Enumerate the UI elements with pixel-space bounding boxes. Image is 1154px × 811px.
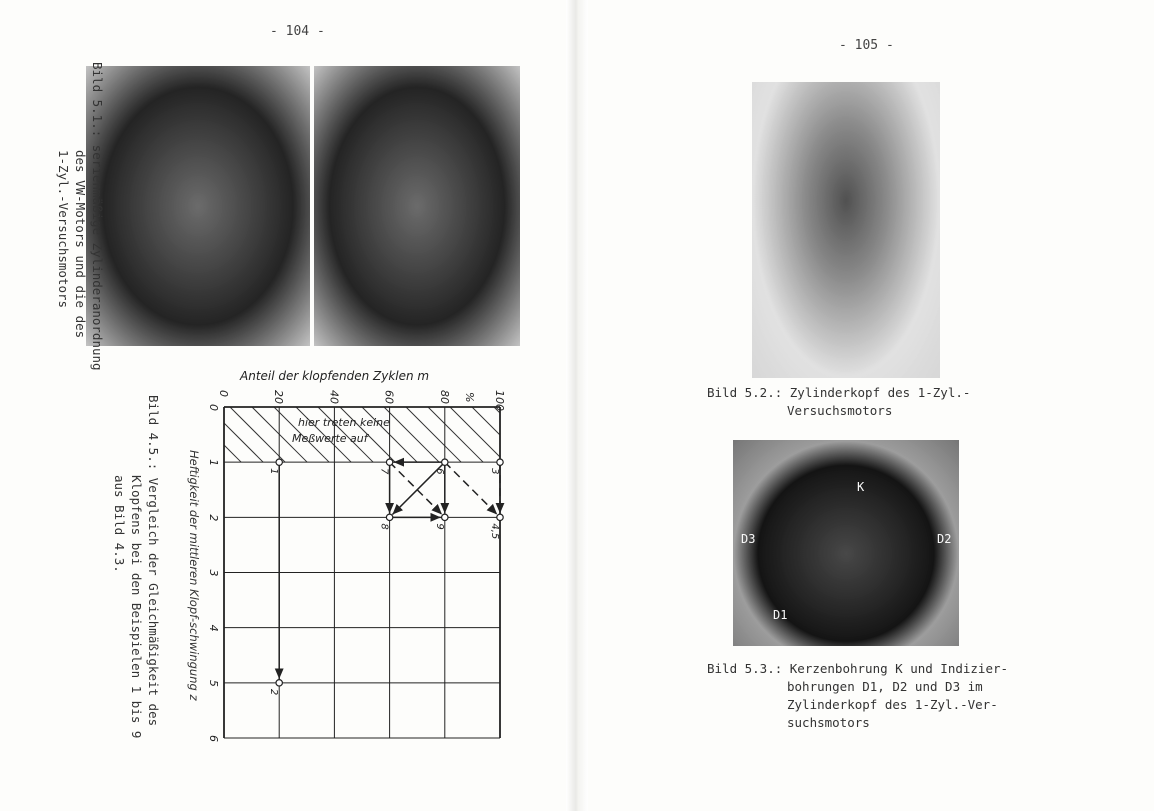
y-tick-label: 1 xyxy=(207,459,220,466)
y-tick-label: 3 xyxy=(207,570,220,577)
y-tick-label: 2 xyxy=(207,514,220,521)
hatch-line xyxy=(273,406,330,463)
hatched-region xyxy=(223,406,501,463)
page-number-105: - 105 - xyxy=(839,38,894,53)
caption-line: des VW-Motors und die des xyxy=(73,150,88,339)
hatch-line xyxy=(229,406,286,463)
caption-line: Klopfens bei den Beispielen 1 bis 9 xyxy=(129,475,144,739)
data-point-7 xyxy=(385,458,394,466)
photo-label-k: K xyxy=(857,480,865,494)
data-point-label: 1 xyxy=(268,468,279,474)
y-tick-label: 6 xyxy=(207,735,220,742)
caption-line: Bild 5.2.: Zylinderkopf des 1-Zyl.- xyxy=(707,385,971,400)
photo-combustion-chamber: K D2 D1 D3 xyxy=(733,440,959,646)
hatch-line xyxy=(493,406,501,414)
y-tick-label: 4 xyxy=(207,625,220,632)
caption-line: Bild 5.1.: serienmäßige Zylinderanordnun… xyxy=(90,62,105,371)
chart-grid xyxy=(223,406,501,739)
left-page: - 104 - Bild 5.1.: serienmäßige Zylinder… xyxy=(55,24,520,742)
caption-line: 1-Zyl.-Versuchsmotors xyxy=(56,150,71,309)
data-point-label: 6 xyxy=(434,468,445,474)
caption-line: Bild 5.3.: Kerzenbohrung K und Indizier- xyxy=(707,661,1009,676)
photo-label-d2: D2 xyxy=(937,532,952,546)
data-point-4,5 xyxy=(496,513,504,522)
data-point-label: 7 xyxy=(379,468,390,475)
caption-line: Bild 4.5.: Vergleich der Gleichmäßigkeit… xyxy=(146,395,161,727)
hatch-line xyxy=(449,406,501,458)
hatch-line xyxy=(223,422,264,463)
photo-label-d3: D3 xyxy=(741,532,756,546)
book-gutter xyxy=(566,0,588,811)
figure-5-1-caption: Bild 5.1.: serienmäßige Zylinderanordnun… xyxy=(55,62,106,371)
hatch-line xyxy=(339,406,396,463)
photo-label-d1: D1 xyxy=(773,608,788,622)
data-point-6 xyxy=(440,458,449,466)
data-point-1 xyxy=(275,458,284,466)
data-point-label: 9 xyxy=(434,523,445,529)
figure-5-3-caption: Bild 5.3.: Kerzenbohrung K und Indizier-… xyxy=(707,660,1008,732)
x-unit-label: % xyxy=(463,392,476,402)
right-page: - 105 - Bild 5.2.: Zylinderkopf des 1-Zy… xyxy=(577,0,1154,811)
x-tick-label: 20 xyxy=(272,390,285,404)
hatch-line xyxy=(383,406,440,463)
hatched-label-2: Meßwerte auf xyxy=(292,432,370,445)
data-point-label: 4,5 xyxy=(489,523,500,539)
caption-line: Versuchsmotors xyxy=(787,403,893,418)
photo-cylinder-head xyxy=(752,82,940,378)
x-tick-label: 60 xyxy=(383,390,396,404)
figure-5-2-caption: Bild 5.2.: Zylinderkopf des 1-Zyl.- Vers… xyxy=(707,384,970,420)
data-point-label: 8 xyxy=(379,523,390,529)
chart-points: 1 2 3 4,5 6 7 8 9 xyxy=(268,458,504,695)
caption-line: aus Bild 4.3. xyxy=(112,475,127,573)
y-tick-label: 5 xyxy=(207,680,220,687)
data-point-label: 3 xyxy=(489,468,500,474)
photo-vw-engine-series xyxy=(86,66,310,346)
y-axis-label: Heftigkeit der mittleren Klopf-schwingun… xyxy=(187,450,201,701)
data-point-2 xyxy=(275,679,284,687)
data-point-label: 2 xyxy=(268,689,279,695)
arrow-6-to-8 xyxy=(391,461,446,516)
hatched-label-1: hier treten keine xyxy=(298,416,390,429)
figure-4-5-caption: Bild 4.5.: Vergleich der Gleichmäßigkeit… xyxy=(111,395,162,738)
page-number-104: - 104 - xyxy=(270,24,325,39)
data-point-9 xyxy=(440,513,449,522)
caption-line: suchsmotors xyxy=(787,715,870,730)
x-tick-label: 100 xyxy=(493,390,506,411)
caption-line: bohrungen D1, D2 und D3 im xyxy=(787,679,983,694)
hatch-line xyxy=(471,406,501,436)
hatch-line xyxy=(223,444,242,463)
hatch-line xyxy=(427,406,484,463)
y-tick-label: 0 xyxy=(207,404,220,411)
hatch-line xyxy=(405,406,462,463)
data-point-3 xyxy=(496,458,504,466)
hatch-line xyxy=(317,406,374,463)
data-point-8 xyxy=(385,513,394,522)
x-tick-label: 0 xyxy=(217,390,230,397)
hatch-line xyxy=(295,406,352,463)
photo-vw-engine-test xyxy=(314,66,520,346)
tick-labels: 0 20 40 60 80 100 0 1 2 3 4 5 6 xyxy=(207,390,506,742)
x-tick-label: 80 xyxy=(438,390,451,404)
x-tick-label: 40 xyxy=(327,390,340,404)
chart-arrows xyxy=(274,457,505,679)
caption-line: Zylinderkopf des 1-Zyl.-Ver- xyxy=(787,697,998,712)
x-axis-label: Anteil der klopfenden Zyklen m xyxy=(239,369,429,383)
